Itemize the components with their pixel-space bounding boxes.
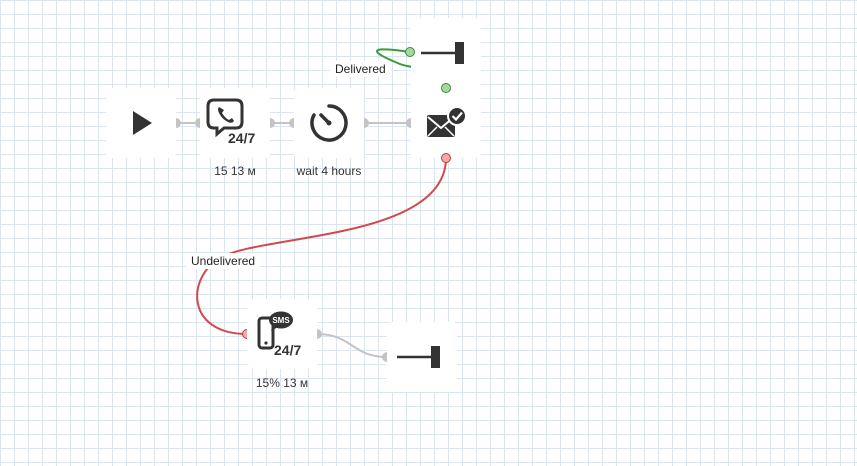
viber-node[interactable]: 24/7 [200,88,270,158]
end-node-sms[interactable] [387,322,457,392]
wire-sms-to-end [316,333,388,358]
end-icon [421,42,464,64]
delivered-end-port[interactable] [405,47,415,57]
connector-dot [312,329,322,339]
delivered-output-port[interactable] [441,83,451,93]
viber-24-7-icon: 24/7 [206,98,255,146]
connector-dot [359,118,369,128]
sms-bubble-text: SMS [272,316,290,325]
delivered-branch-label: Delivered [330,61,391,77]
email-delivered-icon [427,106,467,137]
email-status-node[interactable] [411,88,481,158]
viber-badge: 24/7 [228,130,255,146]
sms-24-7-icon: SMS 24/7 [257,311,301,358]
wire-undelivered [196,157,447,335]
undelivered-branch-label: Undelivered [186,253,261,269]
end-node-delivered[interactable] [411,18,481,88]
start-node[interactable] [106,88,176,158]
viber-caption: 15 13 м [214,164,256,178]
wait-node[interactable] [294,88,364,158]
sms-node[interactable]: SMS 24/7 [247,299,317,369]
play-icon [133,111,152,135]
wait-caption: wait 4 hours [296,164,362,178]
connector-dot [171,118,181,128]
undelivered-output-port[interactable] [441,153,451,163]
sms-caption: 15% 13 м [255,376,309,390]
sms-badge: 24/7 [274,342,301,358]
connector-dot [265,118,275,128]
timer-icon [310,104,348,142]
end-icon [397,346,440,368]
